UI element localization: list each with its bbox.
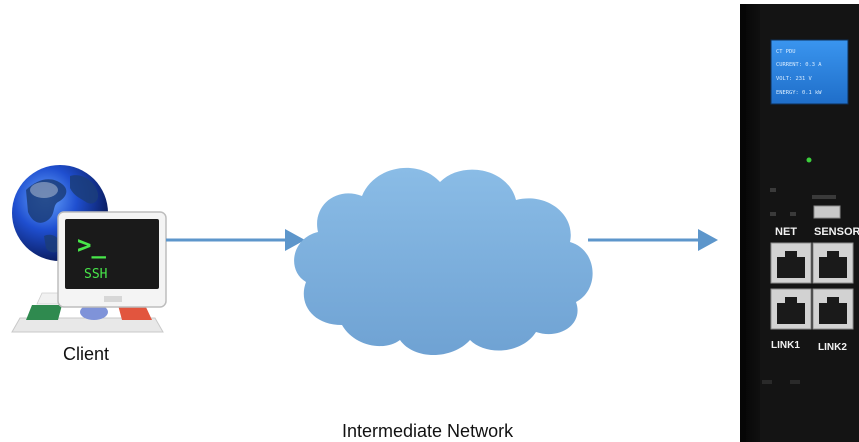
lcd-line-2: CURRENT: 0.3 A [776,62,822,68]
terminal-icon: >_ SSH [57,211,167,308]
rj45-port-3 [770,288,812,330]
rj45-port-2 [812,242,854,284]
sensor-port [813,205,841,219]
client-label: Client [63,344,110,364]
port-label-link1: LINK1 [771,340,800,351]
keyboard-icon [11,292,164,333]
arrow-client-to-network [166,229,305,251]
rj45-port-1 [770,242,812,284]
lcd-line-3: VOLT: 231 V [776,76,812,82]
cloud-icon [294,167,593,355]
intermediate-network-label: Intermediate Network [342,421,514,441]
port-label-link2: LINK2 [818,342,847,353]
lcd-display: CT PDU CURRENT: 0.3 A VOLT: 231 V ENERGY… [770,39,849,105]
rj45-port-4 [812,288,854,330]
lcd-line-4: ENERGY: 0.1 kW [776,90,822,96]
terminal-prompt: >_ [77,231,106,259]
client-icon: >_ SSH [11,165,167,333]
lcd-line-1: CT PDU [776,49,795,55]
port-label-net: NET [775,226,797,238]
status-led [806,157,812,163]
terminal-ssh-text: SSH [84,267,107,282]
arrow-network-to-device [588,229,718,251]
port-label-sensor: SENSOR [814,226,859,238]
pdu-device: CT PDU CURRENT: 0.3 A VOLT: 231 V ENERGY… [740,4,859,442]
